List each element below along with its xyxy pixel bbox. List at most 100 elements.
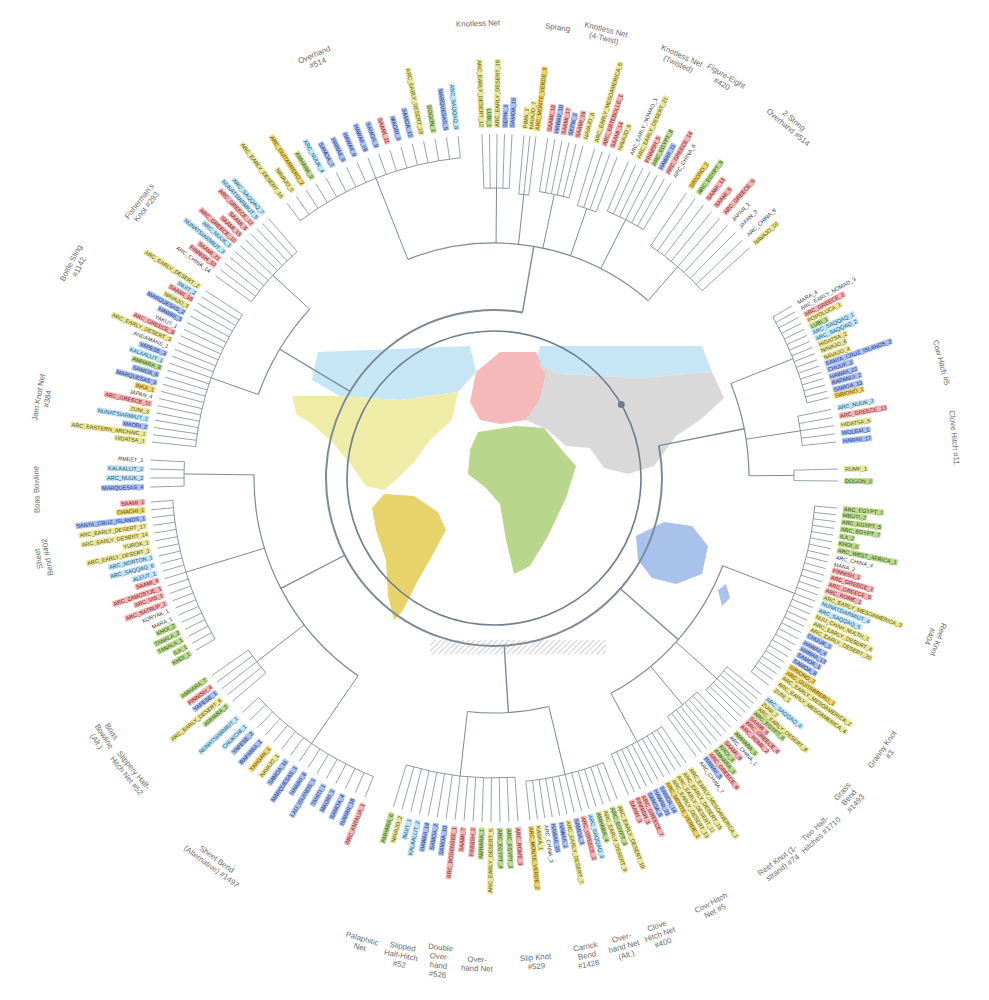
tip-label: RUMF_1: [844, 465, 868, 472]
tree-branch: [806, 391, 827, 397]
clade-label: Fisherman's Knot #293: [123, 181, 164, 227]
tree-branch: [812, 532, 834, 536]
tree-branch: [154, 529, 176, 533]
tree-branch: [697, 692, 731, 728]
tree-branch: [749, 475, 794, 476]
tree-branch: [496, 188, 497, 243]
tree-branch: [437, 774, 444, 817]
tree-branch: [810, 538, 832, 542]
tree-branch: [368, 158, 376, 178]
tree-branch: [163, 565, 184, 571]
tree-branch: [156, 537, 178, 541]
tree-branch: [460, 711, 467, 776]
tree-branch: [163, 384, 205, 396]
tree-branch: [539, 138, 547, 191]
tree-branch: [643, 183, 671, 229]
tree-branch: [696, 240, 742, 284]
tree-branch: [446, 775, 452, 819]
tip-label: ARC_NUUK_2: [106, 475, 144, 481]
tree-branch: [746, 431, 800, 439]
tree-branch: [326, 759, 337, 778]
clade-label: Over-hand Net (Alt.): [604, 929, 644, 964]
tree-branch: [792, 347, 812, 355]
tip-label: DOGON_2: [844, 478, 873, 484]
tip-label: MARQUESAS_4: [101, 484, 144, 491]
tree-branch: [482, 778, 484, 822]
tree-branch: [265, 719, 280, 735]
tip-label: SAMOA_2: [429, 823, 440, 852]
tree-branch: [420, 771, 430, 814]
tip-label: KALAALLIT_3: [107, 465, 144, 472]
tree-branch: [150, 478, 184, 479]
tree-branch: [179, 606, 199, 615]
tree-branch: [390, 150, 397, 171]
tree-branch: [189, 626, 209, 636]
root-circle: [347, 331, 641, 625]
tree-branch: [482, 134, 484, 188]
tree-branch: [794, 480, 838, 481]
tree-branch: [710, 686, 742, 717]
clade-label: Palaphitic Net: [338, 929, 383, 958]
tree-branch: [170, 586, 191, 593]
tree-branch: [713, 683, 745, 713]
tree-branch: [507, 778, 509, 822]
tree-branch: [672, 713, 702, 752]
tip-label: SAAMI_1: [120, 499, 146, 507]
tree-branch: [157, 544, 179, 549]
tree-branch: [152, 442, 196, 447]
continent-shape: [636, 522, 708, 584]
tree-branch: [678, 218, 720, 266]
tree-branch: [212, 650, 248, 675]
tree-branch: [504, 646, 508, 713]
tip-label: FINNISH_2: [468, 827, 476, 857]
tree-branch: [798, 409, 831, 416]
tree-branch: [336, 172, 346, 192]
tree-branch: [814, 512, 836, 514]
clade-label: Reef Knot (1-strand) #74: [754, 842, 805, 886]
tree-branch: [684, 225, 727, 272]
tree-branch: [651, 666, 683, 704]
tree-branch: [611, 566, 723, 694]
clade-label: Carrick Bend #1428: [567, 939, 606, 972]
tree-branch: [657, 730, 681, 767]
tip-label: ARC_EGYPT_4: [497, 828, 504, 870]
tree-branch: [496, 134, 497, 188]
clade-label: Cow Hitch Net #5: [691, 890, 735, 924]
tree-branch: [347, 167, 356, 187]
clade-label: Slippery Half-Hitch Net #52: [107, 747, 154, 799]
tree-branch: [620, 589, 678, 640]
tree-branch: [308, 749, 320, 768]
tree-branch: [489, 134, 491, 188]
tree-branch: [720, 675, 753, 704]
tip-label: LUBI_2: [486, 108, 492, 128]
tree-branch: [717, 679, 750, 708]
tree-branch: [211, 378, 258, 395]
tree-branch: [524, 136, 530, 195]
tree-branch: [662, 727, 687, 763]
tree-branch: [346, 768, 355, 788]
tree-branch: [790, 341, 810, 350]
tip-label: ARC_EARLY_DESERT_19: [494, 59, 501, 128]
clade-label: Boas Bowline: [31, 466, 41, 513]
tree-branch: [804, 385, 825, 391]
tree-branch: [784, 617, 804, 626]
tip-label: HIDATSA_1: [114, 435, 146, 444]
tree-branch: [755, 667, 773, 680]
clade-label: Two Half-Hitches #1710: [794, 808, 843, 855]
tree-branch: [664, 205, 703, 256]
tree-branch: [290, 738, 303, 756]
tree-branch: [685, 703, 717, 740]
clade-label: 2-String Overhand #514: [764, 99, 818, 149]
tree-branch: [173, 593, 194, 601]
tree-branch: [638, 179, 665, 226]
tree-branch: [808, 550, 829, 555]
tree-branch: [312, 676, 358, 744]
tree-branch: [806, 557, 827, 562]
tree-branch: [153, 522, 175, 525]
tree-branch: [296, 196, 309, 214]
tree-branch: [809, 544, 831, 549]
tree-branch: [702, 248, 750, 291]
tree-branch: [800, 372, 821, 379]
tree-branch: [529, 137, 536, 196]
